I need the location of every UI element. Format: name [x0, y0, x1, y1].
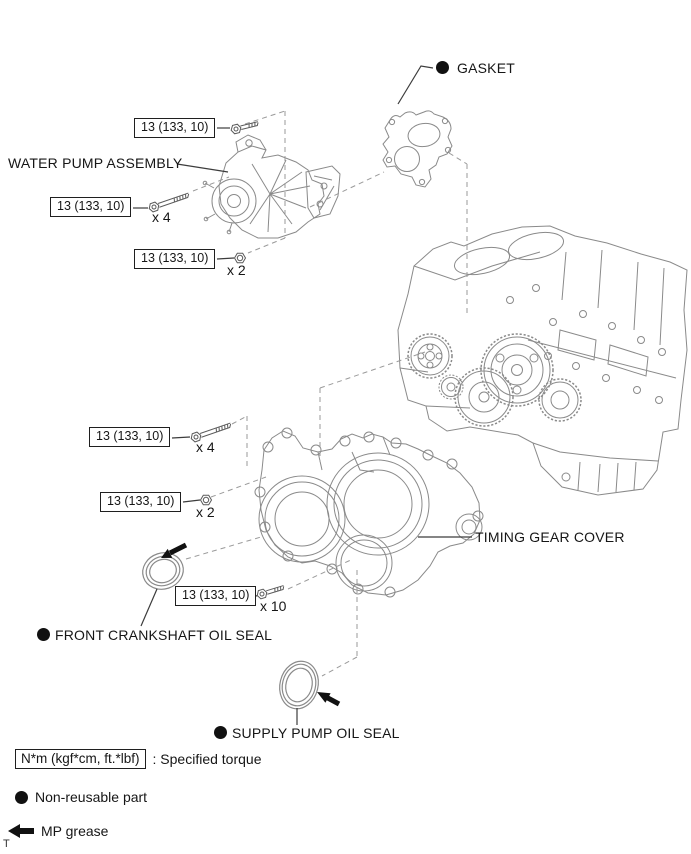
- torque-spec-box: 13 (133, 10): [50, 197, 132, 217]
- torque-spec-box: 13 (133, 10): [175, 586, 257, 606]
- legend-torque-description: : Specified torque: [152, 751, 262, 767]
- front-crankshaft-oil-seal-art: [142, 552, 184, 590]
- mp-grease-arrow-icon: [161, 542, 188, 558]
- legend-mp-grease-description: MP grease: [41, 823, 109, 839]
- torque-spec-box: 13 (133, 10): [134, 118, 216, 138]
- non-reusable-dot: [37, 628, 50, 641]
- footer-mark: T: [3, 838, 10, 850]
- quantity-label: x 2: [227, 262, 246, 278]
- quantity-label: x 4: [196, 439, 215, 455]
- non-reusable-dot: [436, 61, 449, 74]
- timing-gear-cover-art: [254, 427, 484, 598]
- part-label-front-crankshaft-oil-seal: FRONT CRANKSHAFT OIL SEAL: [55, 627, 273, 643]
- part-label-timing-gear-cover: TIMING GEAR COVER: [475, 529, 625, 545]
- torque-symbol-box: N*m (kgf*cm, ft.*lbf): [15, 749, 146, 769]
- part-label-supply-pump-oil-seal: SUPPLY PUMP OIL SEAL: [232, 725, 400, 741]
- quantity-label: x 2: [196, 504, 215, 520]
- timing-gears-art: [407, 333, 582, 427]
- quantity-label: x 10: [260, 598, 287, 614]
- mp-grease-arrow-icon: [8, 824, 34, 838]
- torque-spec-box: 13 (133, 10): [134, 249, 216, 269]
- engine-block-art: [397, 225, 688, 496]
- non-reusable-dot: [15, 790, 28, 804]
- legend-non-reusable-description: Non-reusable part: [35, 789, 148, 805]
- legend-specified-torque: N*m (kgf*cm, ft.*lbf) : Specified torque: [15, 749, 261, 769]
- part-label-water-pump: WATER PUMP ASSEMBLY: [8, 155, 183, 171]
- fasteners-art: [147, 120, 286, 601]
- water-pump-art: [202, 134, 341, 239]
- torque-spec-box: 13 (133, 10): [89, 427, 171, 447]
- mp-grease-arrow-icon: [317, 692, 341, 707]
- part-label-gasket: GASKET: [457, 60, 515, 76]
- non-reusable-dot: [214, 726, 227, 739]
- bolt-icon: [229, 120, 260, 135]
- supply-pump-oil-seal-art: [279, 660, 319, 710]
- legend-mp-grease: MP grease: [8, 823, 108, 839]
- gasket-art: [382, 110, 453, 188]
- legend-non-reusable: Non-reusable part: [15, 789, 147, 805]
- dashed-guide-lines: [185, 110, 468, 677]
- torque-spec-box: 13 (133, 10): [100, 492, 182, 512]
- quantity-label: x 4: [152, 209, 171, 225]
